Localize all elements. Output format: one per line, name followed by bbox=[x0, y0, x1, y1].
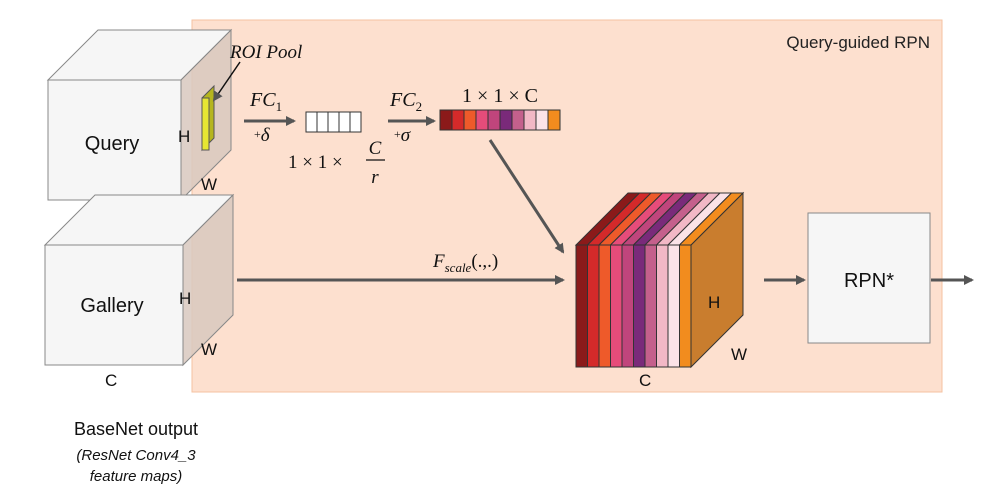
large-vector-cell bbox=[523, 109, 537, 131]
gallery-cube: Gallery H W C bbox=[43, 193, 235, 390]
gallery-c-label: C bbox=[105, 371, 117, 390]
large-vector-cell bbox=[499, 109, 513, 131]
large-vector-cell bbox=[439, 109, 453, 131]
fc1-label: FC1 bbox=[249, 89, 282, 114]
caption-line-3: feature maps) bbox=[90, 468, 183, 485]
channel-weights-arrow bbox=[488, 139, 565, 254]
block-slice-front bbox=[656, 244, 669, 368]
block-slice-front bbox=[633, 244, 646, 368]
small-vector-cell bbox=[327, 111, 340, 133]
small-vector-cell bbox=[305, 111, 318, 133]
block-slice-front bbox=[575, 244, 588, 368]
fc2-label: FC2 bbox=[389, 89, 422, 114]
block-slice-front bbox=[667, 244, 680, 368]
fc1-activation: +δ bbox=[254, 125, 271, 146]
small-vector-prefix: 1 × 1 × bbox=[288, 152, 343, 173]
gallery-label: Gallery bbox=[80, 295, 143, 317]
block-slice-front bbox=[610, 244, 623, 368]
output-w-label: W bbox=[731, 345, 747, 364]
caption-line-2: (ResNet Conv4_3 bbox=[76, 447, 196, 464]
block-slice-front bbox=[679, 244, 692, 368]
roi-pool-label: ROI Pool bbox=[229, 42, 302, 63]
large-vector-cell bbox=[475, 109, 489, 131]
block-slice-front bbox=[644, 244, 657, 368]
output-h-label: H bbox=[708, 293, 720, 312]
large-vector-cell bbox=[535, 109, 549, 131]
small-vector-cell bbox=[316, 111, 329, 133]
block-slice-front bbox=[621, 244, 634, 368]
small-vector-cell bbox=[349, 111, 362, 133]
block-slice-front bbox=[598, 244, 611, 368]
small-vector-den: r bbox=[371, 167, 379, 188]
large-vector-cell bbox=[547, 109, 561, 131]
roi-pointer-arrow bbox=[212, 61, 241, 102]
small-vector-cell bbox=[338, 111, 351, 133]
query-h-label: H bbox=[178, 127, 190, 146]
gallery-cube-front bbox=[44, 244, 184, 366]
query-label: Query bbox=[85, 133, 139, 155]
rpn-label: RPN* bbox=[844, 270, 894, 292]
fc2-activation: +σ bbox=[394, 125, 411, 146]
small-vector-num: C bbox=[369, 138, 382, 159]
region-label: Query-guided RPN bbox=[786, 33, 930, 52]
small-vector bbox=[305, 111, 362, 133]
large-vector-cell bbox=[463, 109, 477, 131]
scaled-feature-block bbox=[574, 191, 745, 369]
query-w-label: W bbox=[201, 175, 217, 194]
block-slice-front bbox=[587, 244, 600, 368]
large-vector bbox=[439, 109, 561, 131]
rpn-box bbox=[807, 212, 931, 344]
query-cube: Query H W C bbox=[46, 28, 233, 224]
large-vector-cell bbox=[451, 109, 465, 131]
output-c-label: C bbox=[639, 371, 651, 390]
scale-function-label: Fscale(.,.) bbox=[432, 251, 498, 275]
roi-slab bbox=[201, 84, 215, 152]
large-vector-cell bbox=[487, 109, 501, 131]
caption-line-1: BaseNet output bbox=[74, 419, 198, 439]
gallery-h-label: H bbox=[179, 289, 191, 308]
gallery-w-label: W bbox=[201, 340, 217, 359]
large-vector-label: 1 × 1 × C bbox=[462, 85, 538, 107]
large-vector-cell bbox=[511, 109, 525, 131]
